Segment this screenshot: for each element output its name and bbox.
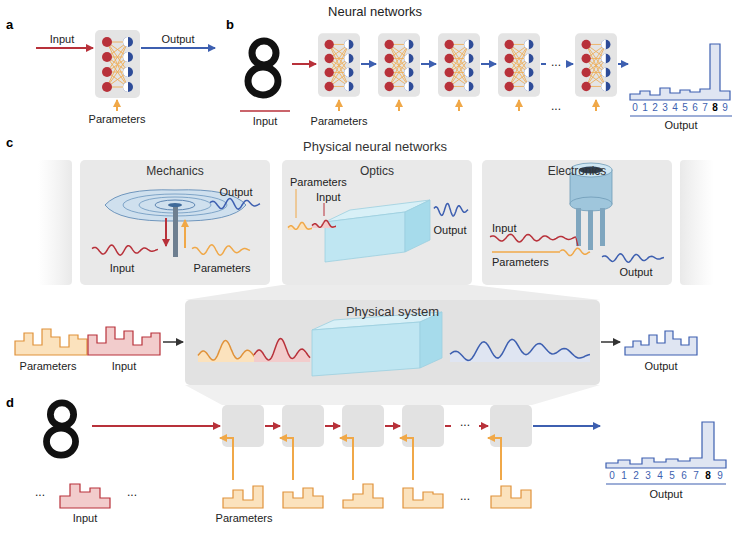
faded-panel [680,160,714,285]
signal-wave [254,339,310,360]
panel-letter: c [6,136,13,150]
class-digit: 2 [652,102,658,113]
text-label: ... [551,100,561,113]
signal-wave [450,339,590,360]
class-digit: 6 [692,102,698,113]
text-label: Output [219,186,252,198]
panel-heading: Electronics [488,164,666,178]
optical-block [325,200,430,262]
histogram [491,486,531,508]
text-label: Physical neural networks [303,140,447,154]
signal-wave [288,222,312,229]
text-label: Output [649,488,682,500]
class-digit: 8 [712,102,718,113]
text-label: Input [50,33,74,45]
text-label: Output [644,360,677,372]
text-label: Output [619,266,652,278]
class-digit: 2 [633,470,639,481]
text-label: Output [433,224,466,236]
text-label: Parameters [216,512,273,524]
chip [570,163,612,250]
panel-letter: a [6,18,13,32]
class-digit: 1 [621,470,627,481]
text-label: Parameters [20,360,77,372]
faded-panel [38,160,72,285]
signal-wave [198,341,256,361]
class-digit: 4 [672,102,678,113]
text-label: Output [161,33,194,45]
text-label: Input [112,360,136,372]
histogram [283,488,323,508]
signal-area [312,220,336,228]
funnel [185,385,600,405]
signal-wave [312,220,336,227]
text-label: Parameters [492,256,549,268]
signal-wave [602,254,664,262]
text-label: ... [460,416,470,429]
text-label: ... [460,490,470,503]
class-digit: 5 [669,470,675,481]
histogram [223,486,263,508]
histogram [625,331,697,355]
figure-title: Neural networks [328,5,422,19]
text-label: Input [73,512,97,524]
class-digit: 3 [662,102,668,113]
signal-area [198,341,256,363]
class-digit: 1 [642,102,648,113]
class-digit: 5 [682,102,688,113]
histogram [630,44,730,100]
signal-area [288,222,312,230]
histogram [60,484,110,508]
panel-heading: Mechanics [86,164,264,178]
text-label: ... [35,486,45,499]
class-digit: 3 [645,470,651,481]
text-label: ... [127,486,137,499]
signal-area [254,339,310,362]
class-digit: 9 [717,470,723,481]
panel-letter: b [226,18,234,32]
signal-wave [560,248,590,255]
histogram [15,329,87,355]
panel-letter: d [6,396,14,410]
class-digit: 0 [632,102,638,113]
class-digit: 0 [609,470,615,481]
text-label: Input [110,262,134,274]
signal-wave [192,245,250,255]
optical-block [312,312,442,376]
text-label: Output [664,119,697,131]
class-digit: 4 [657,470,663,481]
panel-heading: Optics [288,164,466,178]
histogram [343,484,383,508]
class-digit: 7 [693,470,699,481]
signal-area [450,339,590,362]
class-digit: 7 [702,102,708,113]
text-label: Parameters [194,262,251,274]
histogram [606,422,726,468]
signal-wave [92,245,158,255]
signal-wave [490,234,576,242]
text-label: Input [492,222,516,234]
signal-wave [210,199,260,210]
class-digit: 8 [705,470,711,481]
histogram [88,327,160,355]
class-digit: 9 [722,102,728,113]
text-label: Parameters [311,115,368,127]
text-label: ... [551,56,561,69]
text-label: Input [316,191,340,203]
text-label: Input [253,115,277,127]
text-label: Parameters [290,176,347,188]
panel-heading: Physical system [191,304,594,319]
signal-wave [434,204,468,216]
funnel [185,285,600,300]
histogram [403,488,443,508]
class-digit: 6 [681,470,687,481]
text-label: Parameters [89,113,146,125]
